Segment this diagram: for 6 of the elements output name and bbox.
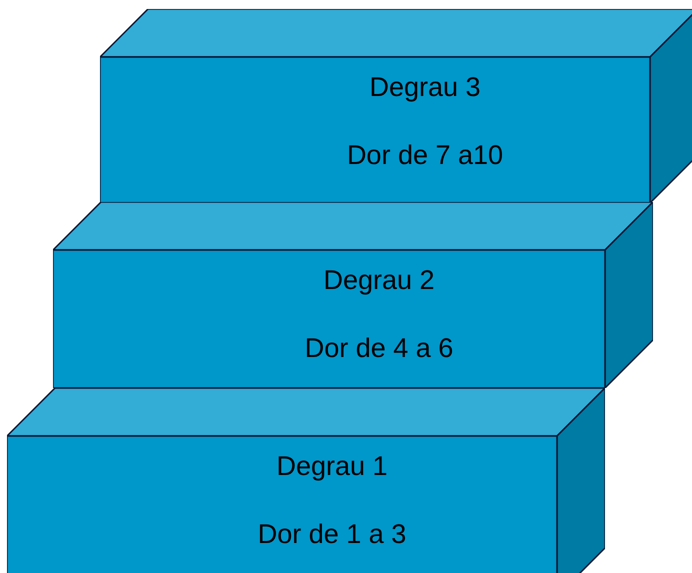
step-title: Degrau 1: [276, 450, 388, 483]
pain-range-text: Dor de 1 a 3: [258, 518, 406, 551]
step-title: Degrau 2: [323, 264, 435, 297]
pain-range-text: Dor de 7 a10: [346, 139, 504, 172]
step-title: Degrau 3: [369, 71, 481, 104]
pain-range-text: Dor de 4 a 6: [304, 332, 454, 365]
